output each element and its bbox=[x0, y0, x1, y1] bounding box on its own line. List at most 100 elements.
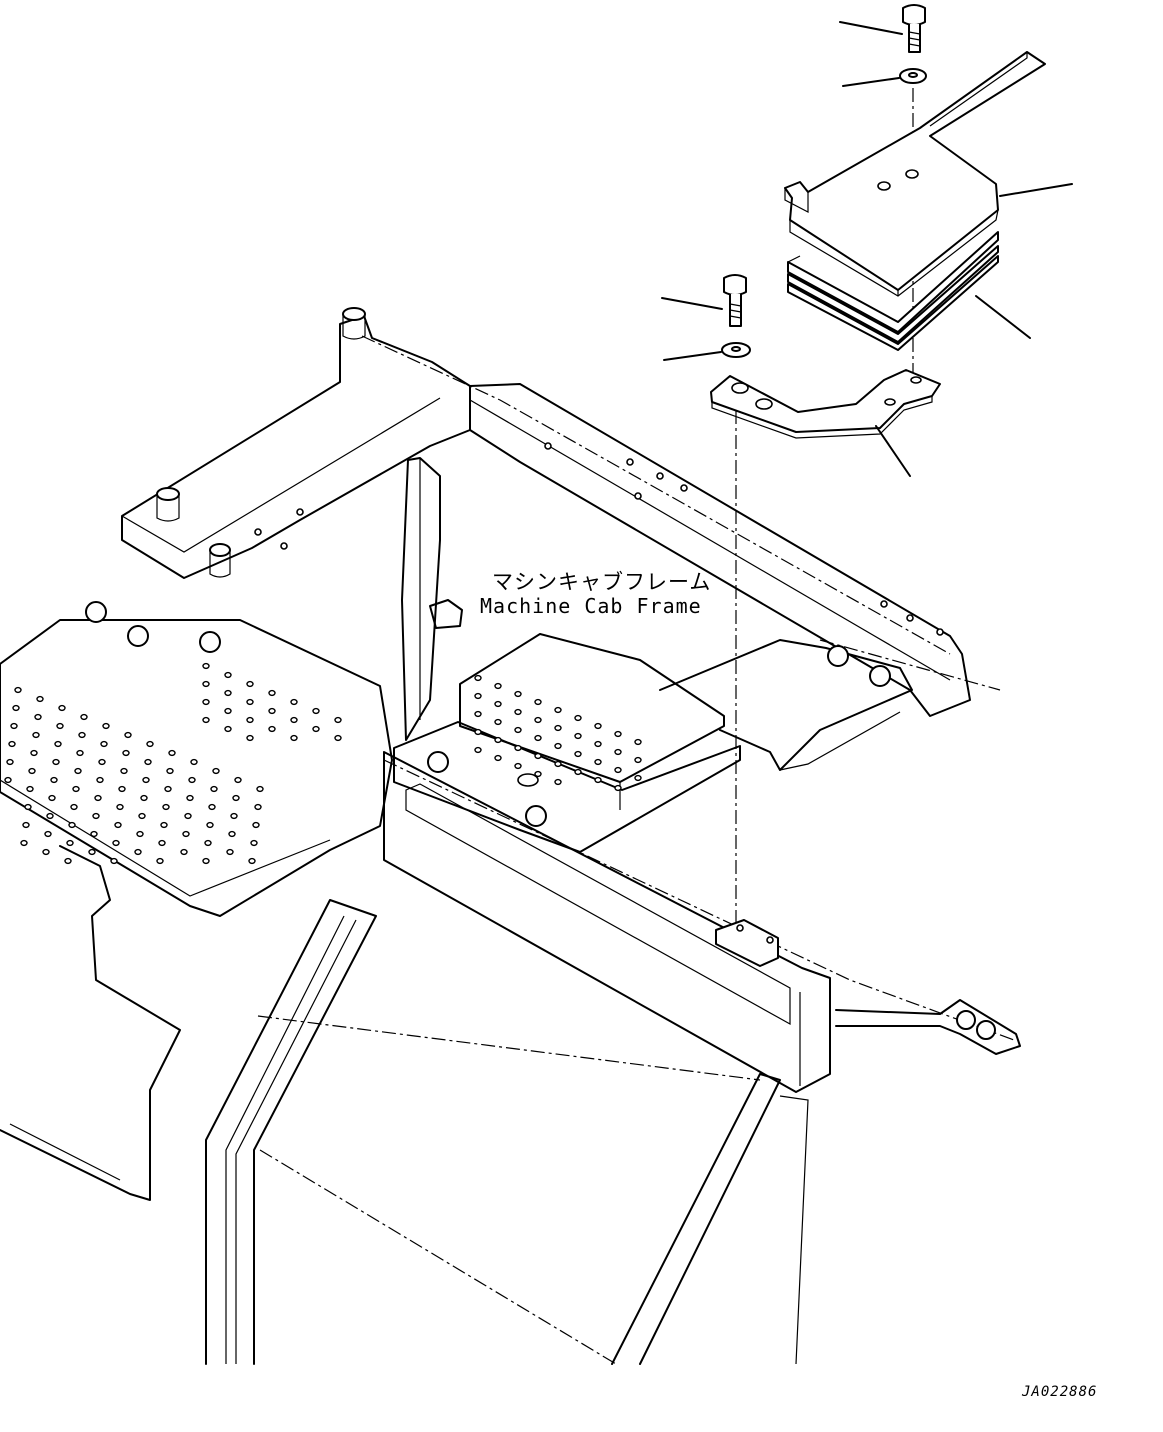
perforation-hole bbox=[28, 767, 36, 775]
perforation-hole bbox=[594, 776, 602, 784]
perforation-hole bbox=[70, 803, 78, 811]
perforation-hole bbox=[10, 722, 18, 730]
perforation-hole bbox=[110, 857, 118, 865]
perforation-hole bbox=[554, 760, 562, 768]
perforation-hole bbox=[32, 731, 40, 739]
leader-washer-upper bbox=[842, 77, 900, 87]
perforation-hole bbox=[162, 803, 170, 811]
perforation-hole bbox=[248, 857, 256, 865]
perforation-hole bbox=[184, 812, 192, 820]
perforation-hole bbox=[58, 704, 66, 712]
perforations-center-plate bbox=[474, 674, 642, 792]
perforation-hole bbox=[190, 758, 198, 766]
perforation-hole bbox=[210, 785, 218, 793]
perforation-hole bbox=[202, 857, 210, 865]
cover bbox=[784, 51, 1046, 297]
perforation-hole bbox=[290, 698, 298, 706]
perforation-hole bbox=[574, 750, 582, 758]
bolt-lower bbox=[723, 274, 747, 327]
bracket bbox=[710, 369, 941, 439]
perforation-hole bbox=[246, 698, 254, 706]
perforation-hole bbox=[42, 848, 50, 856]
perforation-hole bbox=[494, 754, 502, 762]
perforation-hole bbox=[122, 749, 130, 757]
perforation-hole bbox=[224, 707, 232, 715]
perforation-hole bbox=[156, 857, 164, 865]
perforation-hole bbox=[30, 749, 38, 757]
perforation-hole bbox=[52, 758, 60, 766]
perforation-hole bbox=[90, 830, 98, 838]
perforation-hole bbox=[514, 744, 522, 752]
cab-frame bbox=[0, 307, 1021, 1365]
perforation-hole bbox=[634, 756, 642, 764]
frame-bolts bbox=[85, 601, 996, 1040]
perforation-hole bbox=[94, 794, 102, 802]
perforation-hole bbox=[34, 713, 42, 721]
perforation-hole bbox=[474, 692, 482, 700]
perforation-hole bbox=[136, 830, 144, 838]
perforation-hole bbox=[252, 821, 260, 829]
perforation-hole bbox=[614, 748, 622, 756]
perforation-hole bbox=[160, 821, 168, 829]
perforation-hole bbox=[56, 722, 64, 730]
perforation-hole bbox=[494, 736, 502, 744]
perforation-hole bbox=[202, 680, 210, 688]
perforation-hole bbox=[574, 732, 582, 740]
leader-bolt-lower bbox=[661, 297, 723, 310]
perforation-hole bbox=[474, 674, 482, 682]
perforation-hole bbox=[188, 776, 196, 784]
perforation-hole bbox=[158, 839, 166, 847]
perforation-hole bbox=[250, 839, 258, 847]
perforation-hole bbox=[254, 803, 262, 811]
perforation-hole bbox=[166, 767, 174, 775]
perforation-hole bbox=[334, 716, 342, 724]
perforation-hole bbox=[88, 848, 96, 856]
perforation-hole bbox=[12, 704, 20, 712]
beam-holes bbox=[254, 442, 944, 636]
shim-stack bbox=[787, 231, 999, 351]
perforation-hole bbox=[204, 839, 212, 847]
perforation-hole bbox=[614, 784, 622, 792]
perforation-hole bbox=[226, 848, 234, 856]
perforation-hole bbox=[268, 707, 276, 715]
perforation-hole bbox=[202, 662, 210, 670]
perforation-hole bbox=[574, 714, 582, 722]
perforation-hole bbox=[168, 749, 176, 757]
perforation-hole bbox=[594, 740, 602, 748]
perforation-hole bbox=[554, 778, 562, 786]
perforation-hole bbox=[24, 803, 32, 811]
perforation-hole bbox=[334, 734, 342, 742]
perforation-hole bbox=[232, 794, 240, 802]
perforation-hole bbox=[634, 774, 642, 782]
perforation-hole bbox=[574, 768, 582, 776]
perforation-hole bbox=[22, 821, 30, 829]
perforation-hole bbox=[312, 707, 320, 715]
perforation-hole bbox=[66, 839, 74, 847]
perforation-hole bbox=[514, 708, 522, 716]
perforation-hole bbox=[50, 776, 58, 784]
perforation-hole bbox=[64, 857, 72, 865]
perforation-hole bbox=[96, 776, 104, 784]
perforation-hole bbox=[268, 725, 276, 733]
perforation-hole bbox=[228, 830, 236, 838]
perforation-hole bbox=[76, 749, 84, 757]
perforation-hole bbox=[312, 725, 320, 733]
perforations-left-plate bbox=[4, 686, 264, 865]
leader-bracket bbox=[875, 425, 911, 477]
perforation-hole bbox=[534, 698, 542, 706]
perforation-hole bbox=[256, 785, 264, 793]
perforation-hole bbox=[180, 848, 188, 856]
perforation-hole bbox=[164, 785, 172, 793]
perforation-hole bbox=[72, 785, 80, 793]
perforation-hole bbox=[290, 734, 298, 742]
perforations-top-plate bbox=[202, 662, 342, 742]
perforation-hole bbox=[4, 776, 12, 784]
washer-lower bbox=[721, 342, 751, 358]
perforation-hole bbox=[124, 731, 132, 739]
perforation-hole bbox=[68, 821, 76, 829]
perforation-hole bbox=[246, 680, 254, 688]
perforation-hole bbox=[224, 671, 232, 679]
perforation-hole bbox=[8, 740, 16, 748]
perforation-hole bbox=[474, 710, 482, 718]
